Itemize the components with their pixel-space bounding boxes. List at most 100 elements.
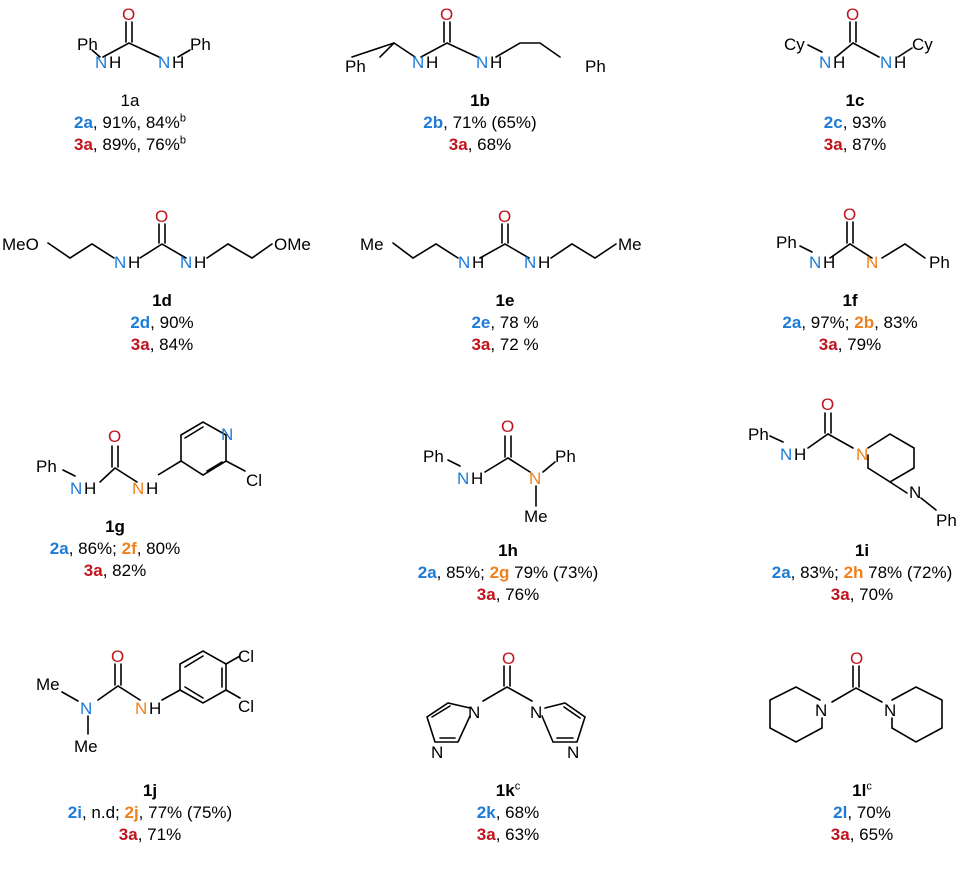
yield-line: 2a, 86%; 2f, 80% (0, 538, 265, 560)
atom-h: H (894, 53, 906, 72)
atom-me: Me (74, 737, 98, 756)
product-label: 3a (818, 335, 838, 354)
atom-n: N (431, 743, 443, 762)
product-label: 2a (49, 539, 69, 558)
atom-n: N (180, 253, 192, 272)
atom-n: N (909, 483, 921, 502)
atom-ph: Ph (36, 457, 57, 476)
atom-h: H (490, 53, 502, 72)
compound-id: 1a (0, 90, 280, 112)
product-label: 3a (471, 335, 491, 354)
compound-id: 1kc (358, 780, 658, 802)
product-label: 3a (83, 561, 103, 580)
compound-id-text: 1g (105, 517, 125, 536)
yield-line: 2l, 70% (712, 802, 975, 824)
yield-text: , 83%; (790, 563, 844, 582)
atom-h: H (472, 253, 484, 272)
atom-ph: Ph (555, 447, 576, 466)
atom-me: Me (524, 507, 548, 526)
yield-text: , 78 % (490, 313, 539, 332)
compound-id: 1e (355, 290, 655, 312)
structure-1l: O N N (769, 649, 943, 743)
yield-text: , 86%; (68, 539, 122, 558)
atom-h: H (471, 469, 483, 488)
atom-cl: Cl (238, 647, 254, 666)
product-label: 2e (471, 313, 491, 332)
structure-1c: O Cy N H N H Cy (784, 5, 933, 72)
yield-text: , 83% (874, 313, 918, 332)
product-label: 2i (67, 803, 82, 822)
yield-line: 3a, 71% (0, 824, 300, 846)
atom-h: H (128, 253, 140, 272)
atom-o: O (502, 649, 515, 668)
compound-footnote: c (514, 780, 521, 793)
yield-line: 3a, 79% (700, 334, 975, 356)
compound-id: 1lc (712, 780, 975, 802)
atom-n: N (221, 425, 233, 444)
atom-n: N (114, 253, 126, 272)
compound-id: 1f (700, 290, 975, 312)
yield-line: 3a, 70% (712, 584, 975, 606)
atom-n: N (80, 699, 92, 718)
atom-ph: Ph (929, 253, 950, 272)
atom-n: N (530, 703, 542, 722)
atom-me: Me (360, 235, 384, 254)
structure-1f: O Ph N H N Ph (776, 205, 950, 272)
yield-text: , 65% (849, 825, 894, 844)
atom-o: O (501, 417, 514, 436)
atom-me: Me (618, 235, 642, 254)
yield-line: 2a, 91%, 84%b (0, 112, 280, 134)
product-label: 3a (830, 825, 850, 844)
yield-text: 79% (73%) (509, 563, 599, 582)
atom-h: H (149, 699, 161, 718)
compound-id-text: 1f (842, 291, 858, 310)
yield-line: 3a, 87% (705, 134, 975, 156)
product-label: 3a (830, 585, 850, 604)
atom-cy: Cy (912, 35, 933, 54)
product-label: 3a (74, 135, 93, 154)
compound-id-text: 1j (142, 781, 158, 800)
yield-text: , 71% (65%) (443, 113, 537, 132)
atom-h: H (172, 53, 184, 72)
compound-id: 1g (0, 516, 265, 538)
compound-id-text: 1l (852, 781, 867, 800)
atom-h: H (84, 479, 96, 498)
atom-h: H (794, 445, 806, 464)
yield-line: 3a, 68% (330, 134, 630, 156)
product-label: 3a (118, 825, 138, 844)
atom-o: O (850, 649, 863, 668)
compound-id: 1c (705, 90, 975, 112)
yield-text: , 90% (150, 313, 194, 332)
yield-text: , 70% (849, 585, 894, 604)
compound-id: 1j (0, 780, 300, 802)
compound-id-text: 1k (495, 781, 515, 800)
product-label: 3a (823, 135, 843, 154)
footnote-mark: b (179, 134, 186, 147)
yield-text: , n.d; (81, 803, 125, 822)
yield-text: 78% (72%) (863, 563, 953, 582)
compound-id: 1b (330, 90, 630, 112)
atom-ph: Ph (585, 57, 606, 76)
compound-id-text: 1c (845, 91, 865, 110)
atom-ph: Ph (190, 35, 211, 54)
yield-line: 2a, 83%; 2h 78% (72%) (712, 562, 975, 584)
atom-n: N (529, 469, 541, 488)
structure-1h: O Ph N H N Ph Me (423, 417, 576, 526)
footnote-mark: b (179, 112, 186, 125)
atom-ph: Ph (748, 425, 769, 444)
compound-id-text: 1h (498, 541, 518, 560)
atom-o: O (111, 647, 124, 666)
atom-o: O (155, 207, 168, 226)
yield-text: , 93% (842, 113, 887, 132)
atom-h: H (823, 253, 835, 272)
atom-n: N (458, 253, 470, 272)
atom-o: O (440, 5, 453, 24)
yield-text: , 63% (495, 825, 540, 844)
